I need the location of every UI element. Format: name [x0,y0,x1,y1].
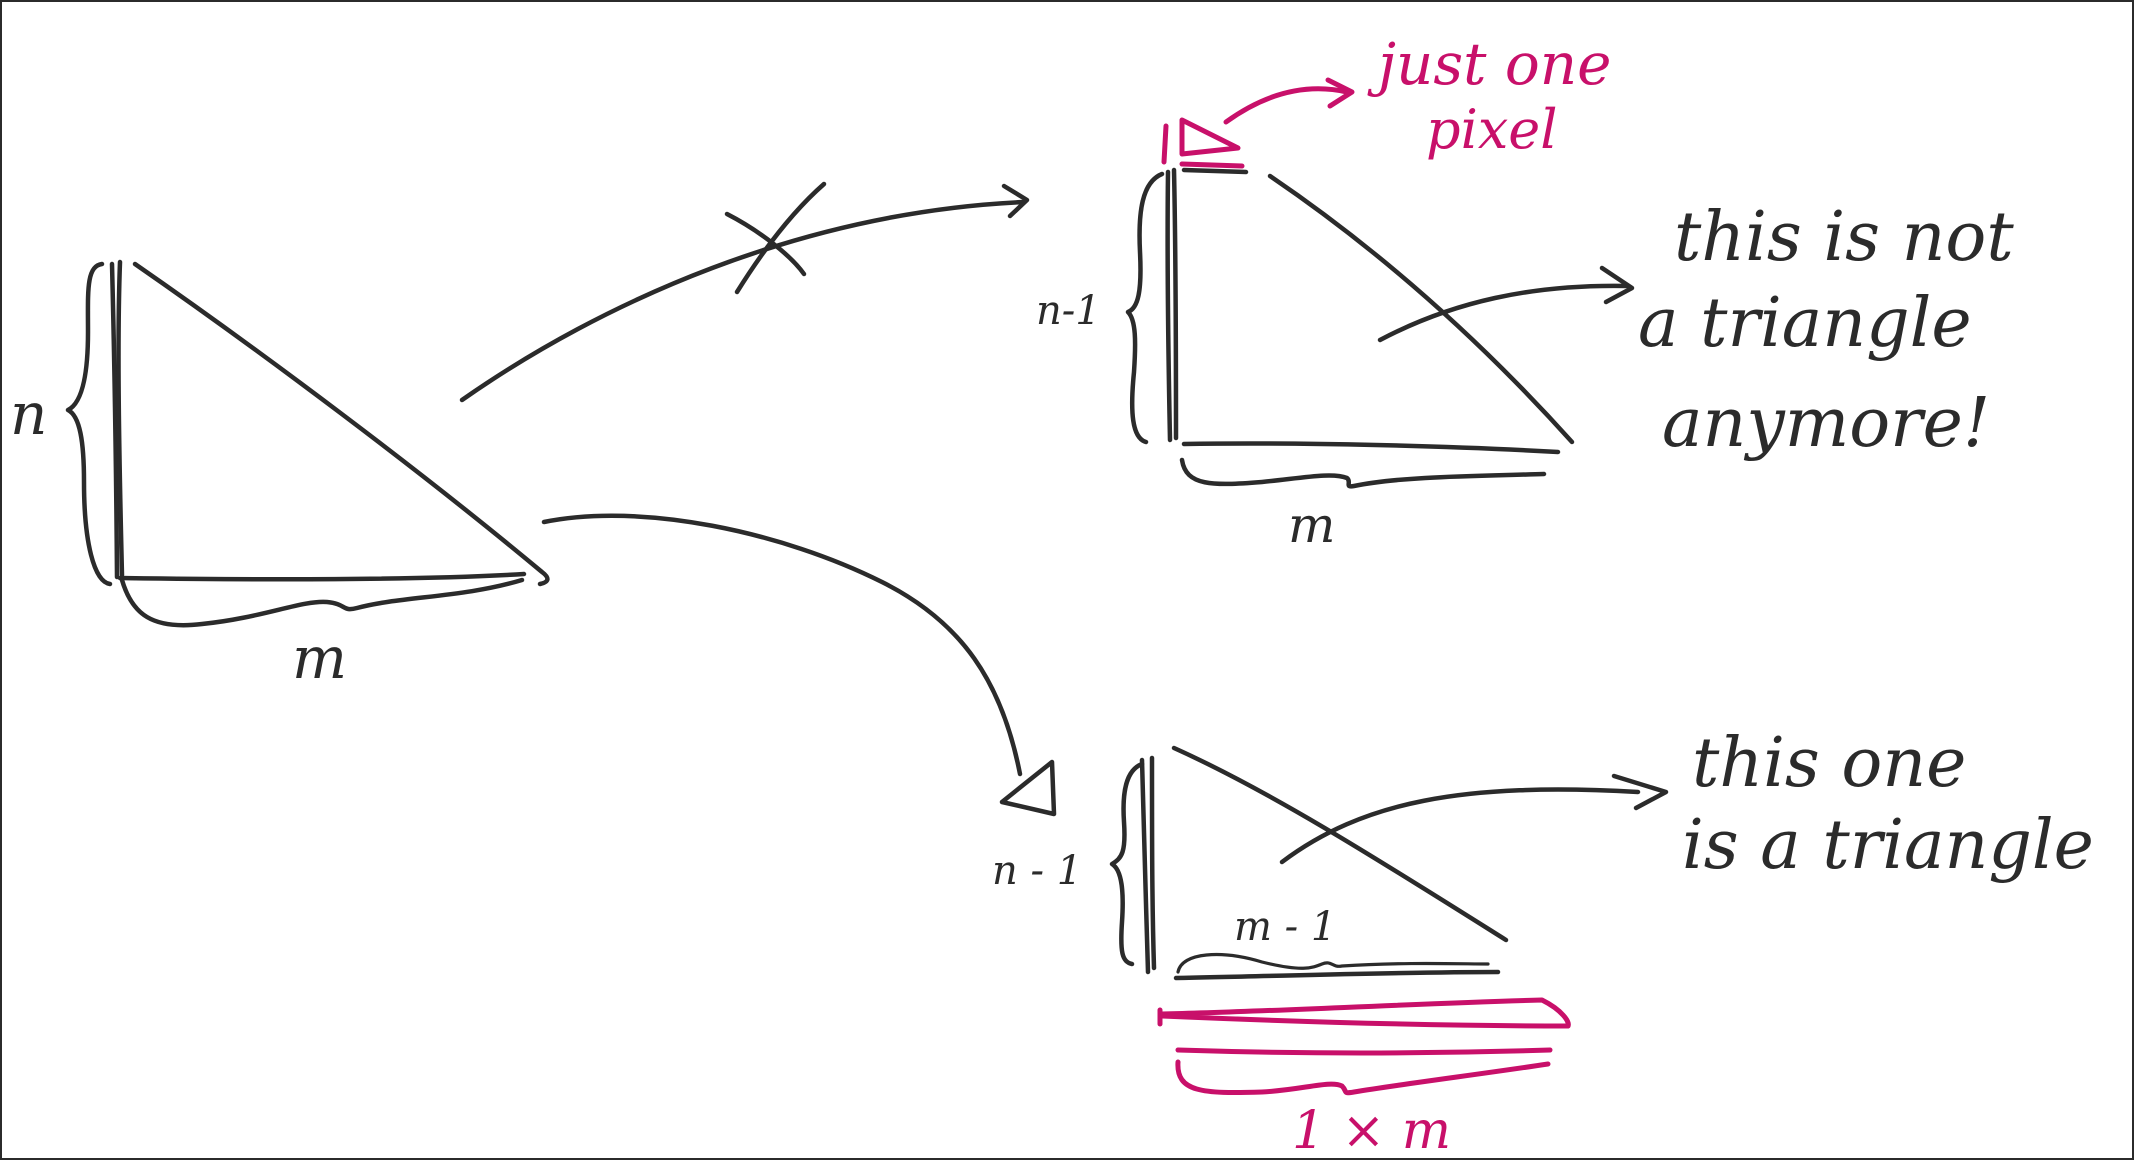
strip-width-brace [1175,1059,1551,1096]
bottom-triangle: n - 1 m - 1 1 × m this one is a triangle [992,724,2094,1161]
original-hypotenuse [132,261,550,587]
top-hypotenuse [1267,173,1575,445]
bottom-height-label: n - 1 [992,848,1082,894]
pixel-arrow-shaft [1223,86,1350,125]
original-height-brace [65,261,113,587]
original-vertical-side-stroke2 [116,259,125,578]
top-note-line2: a triangle [1638,284,1972,363]
top-width-brace [1179,457,1547,489]
crossed-arrow-to-top [459,181,1030,403]
cross-mark-stroke2 [734,181,827,295]
bottom-base [1173,969,1501,981]
pixel-annotation-line2: pixel [1426,98,1558,161]
arrow-to-bottom-shaft [541,513,1023,777]
strip-top-edge [1159,997,1571,1029]
original-base [117,571,527,582]
bottom-height-brace [1109,761,1145,967]
top-height-label: n-1 [1036,288,1101,334]
bottom-small-tip [999,759,1057,817]
bottom-note-arrow-shaft [1279,787,1641,865]
bottom-note-line1: this one [1692,724,1966,803]
top-note-line1: this is not [1674,198,2014,277]
original-vertical-side [109,261,120,580]
bottom-note-line2: is a triangle [1682,806,2094,885]
arrow-to-top-shaft [459,199,1027,403]
pixel-base [1179,161,1245,169]
bottom-vertical-side-stroke2 [1149,755,1157,971]
original-width-brace [119,577,525,628]
bottom-width-label: m - 1 [1234,904,1336,950]
cross-mark-stroke1 [724,211,807,277]
strip-top-edge-stroke2 [1159,1013,1571,1029]
original-height-label: n [10,380,47,448]
pixel-arrow-head [1325,77,1355,109]
top-cut-edge [1181,167,1249,175]
bottom-hypotenuse [1171,745,1509,943]
top-height-brace [1125,171,1165,445]
top-note-line3: anymore! [1662,384,1990,463]
top-vertical-side [1165,169,1173,443]
top-base [1181,441,1561,455]
top-note-arrow-head [1599,265,1635,305]
bottom-vertical-side [1139,757,1151,975]
arrow-to-bottom [541,513,1023,777]
original-triangle: n m [10,259,550,692]
pixel-triangle [1179,117,1241,157]
strip-bottom-edge [1175,1047,1553,1056]
top-width-label: m [1288,496,1335,554]
bottom-width-brace [1176,953,1490,974]
arrow-to-top-head [1001,183,1030,219]
top-note-arrow-shaft [1377,283,1631,343]
top-triangle: n-1 m just one pixel this is not a trian… [1036,30,2014,554]
bottom-note-arrow-head [1611,773,1669,811]
pixel-tick [1161,123,1169,165]
pixel-annotation-line1: just one [1367,30,1611,98]
strip-label: 1 × m [1292,1101,1451,1161]
top-vertical-side-stroke2 [1171,167,1179,441]
original-width-label: m [292,624,347,692]
